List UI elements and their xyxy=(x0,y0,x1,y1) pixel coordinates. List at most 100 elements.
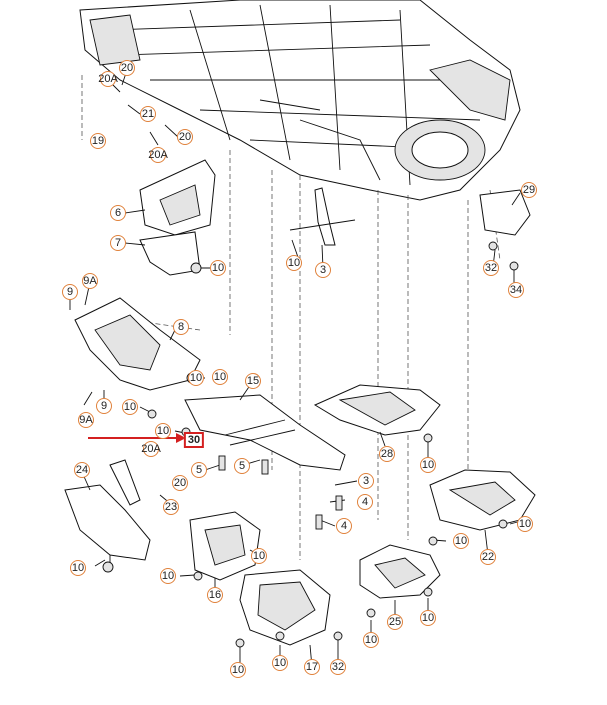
heat-shield-6-7 xyxy=(139,159,216,276)
shield-16 xyxy=(189,511,261,581)
label-20-mid: 20 xyxy=(178,131,192,143)
label-4-a: 4 xyxy=(361,496,369,508)
callout-5-a xyxy=(191,462,207,478)
label-10-g: 10 xyxy=(71,562,85,574)
shield-28 xyxy=(313,384,441,436)
callout-7 xyxy=(110,235,126,251)
projection-lines xyxy=(81,75,501,560)
label-19: 19 xyxy=(91,135,105,147)
callout-10-a xyxy=(210,260,226,276)
callout-10-f xyxy=(420,457,436,473)
callout-4-a xyxy=(357,494,373,510)
label-20a-low: 20A xyxy=(141,443,161,455)
label-23: 23 xyxy=(164,501,178,513)
label-10-c: 10 xyxy=(213,371,227,383)
label-6: 6 xyxy=(114,207,122,219)
label-5-a: 5 xyxy=(195,464,203,476)
callout-10-c xyxy=(212,369,228,385)
car-underbody xyxy=(79,0,521,201)
callout-5-b xyxy=(234,458,250,474)
callout-10-d xyxy=(122,399,138,415)
label-17: 17 xyxy=(305,661,319,673)
label-20a-top: 20A xyxy=(98,73,118,85)
label-7: 7 xyxy=(114,237,122,249)
callout-10-i xyxy=(453,533,469,549)
callout-10-h xyxy=(517,516,533,532)
callout-20a-low xyxy=(143,441,159,457)
highlight-label-30: 30 xyxy=(183,432,205,448)
label-22: 22 xyxy=(481,551,495,563)
label-10-a: 10 xyxy=(211,262,225,274)
shield-22 xyxy=(429,469,536,531)
label-10-j: 10 xyxy=(252,550,266,562)
callout-15 xyxy=(245,373,261,389)
label-10-m: 10 xyxy=(421,612,435,624)
callout-32-right xyxy=(483,260,499,276)
callout-9a-low xyxy=(78,412,94,428)
callout-10-j xyxy=(251,548,267,564)
label-32-bottom: 32 xyxy=(331,661,345,673)
callout-23 xyxy=(163,499,179,515)
callout-9a-top xyxy=(82,273,98,289)
label-9: 9 xyxy=(66,286,74,298)
label-10-n: 10 xyxy=(364,634,378,646)
callout-10-e xyxy=(155,423,171,439)
label-28: 28 xyxy=(380,448,394,460)
callout-22 xyxy=(480,549,496,565)
label-24: 24 xyxy=(75,464,89,476)
label-10-l: 10 xyxy=(231,664,245,676)
label-10-d: 10 xyxy=(123,401,137,413)
label-9a-low: 9A xyxy=(79,414,93,426)
label-4-b: 4 xyxy=(340,520,348,532)
fasteners xyxy=(102,241,519,648)
callout-20-low xyxy=(172,475,188,491)
callout-21 xyxy=(140,106,156,122)
shield-17 xyxy=(239,569,331,646)
label-3-top: 3 xyxy=(319,264,327,276)
label-10-h: 10 xyxy=(518,518,532,530)
label-10-b: 10 xyxy=(287,257,301,269)
label-20-top: 20 xyxy=(120,62,134,74)
callout-3-top xyxy=(315,262,331,278)
label-9a-top: 9A xyxy=(83,275,97,287)
callout-8 xyxy=(173,319,189,335)
callout-20a-mid xyxy=(150,147,166,163)
callout-10-k xyxy=(160,568,176,584)
label-20a-mid: 20A xyxy=(148,149,168,161)
callout-17 xyxy=(304,659,320,675)
label-3-low: 3 xyxy=(362,475,370,487)
callout-4-b xyxy=(336,518,352,534)
label-16: 16 xyxy=(208,589,222,601)
callout-6 xyxy=(110,205,126,221)
callout-10-n xyxy=(363,632,379,648)
shield-8 xyxy=(74,297,201,391)
callout-25 xyxy=(387,614,403,630)
shield-23-24 xyxy=(64,459,151,561)
label-10-i: 10 xyxy=(454,535,468,547)
label-21: 21 xyxy=(141,108,155,120)
bracket-3-top xyxy=(289,187,356,246)
label-10-p: 10 xyxy=(189,372,203,384)
callout-20-top xyxy=(119,60,135,76)
callout-10-g xyxy=(70,560,86,576)
callout-10-m xyxy=(420,610,436,626)
callout-10-b xyxy=(286,255,302,271)
callout-24 xyxy=(74,462,90,478)
label-5-b: 5 xyxy=(238,460,246,472)
label-20-low: 20 xyxy=(173,477,187,489)
label-10-f: 10 xyxy=(421,459,435,471)
label-10-e: 10 xyxy=(156,425,170,437)
label-10-k: 10 xyxy=(161,570,175,582)
label-34: 34 xyxy=(509,284,523,296)
callout-10-o xyxy=(272,655,288,671)
callout-9-low xyxy=(96,398,112,414)
callout-16 xyxy=(207,587,223,603)
label-8: 8 xyxy=(177,321,185,333)
callout-20a-top xyxy=(100,71,116,87)
label-29: 29 xyxy=(522,184,536,196)
callout-9 xyxy=(62,284,78,300)
shield-25 xyxy=(359,544,441,599)
label-25: 25 xyxy=(388,616,402,628)
label-9-low: 9 xyxy=(100,400,108,412)
